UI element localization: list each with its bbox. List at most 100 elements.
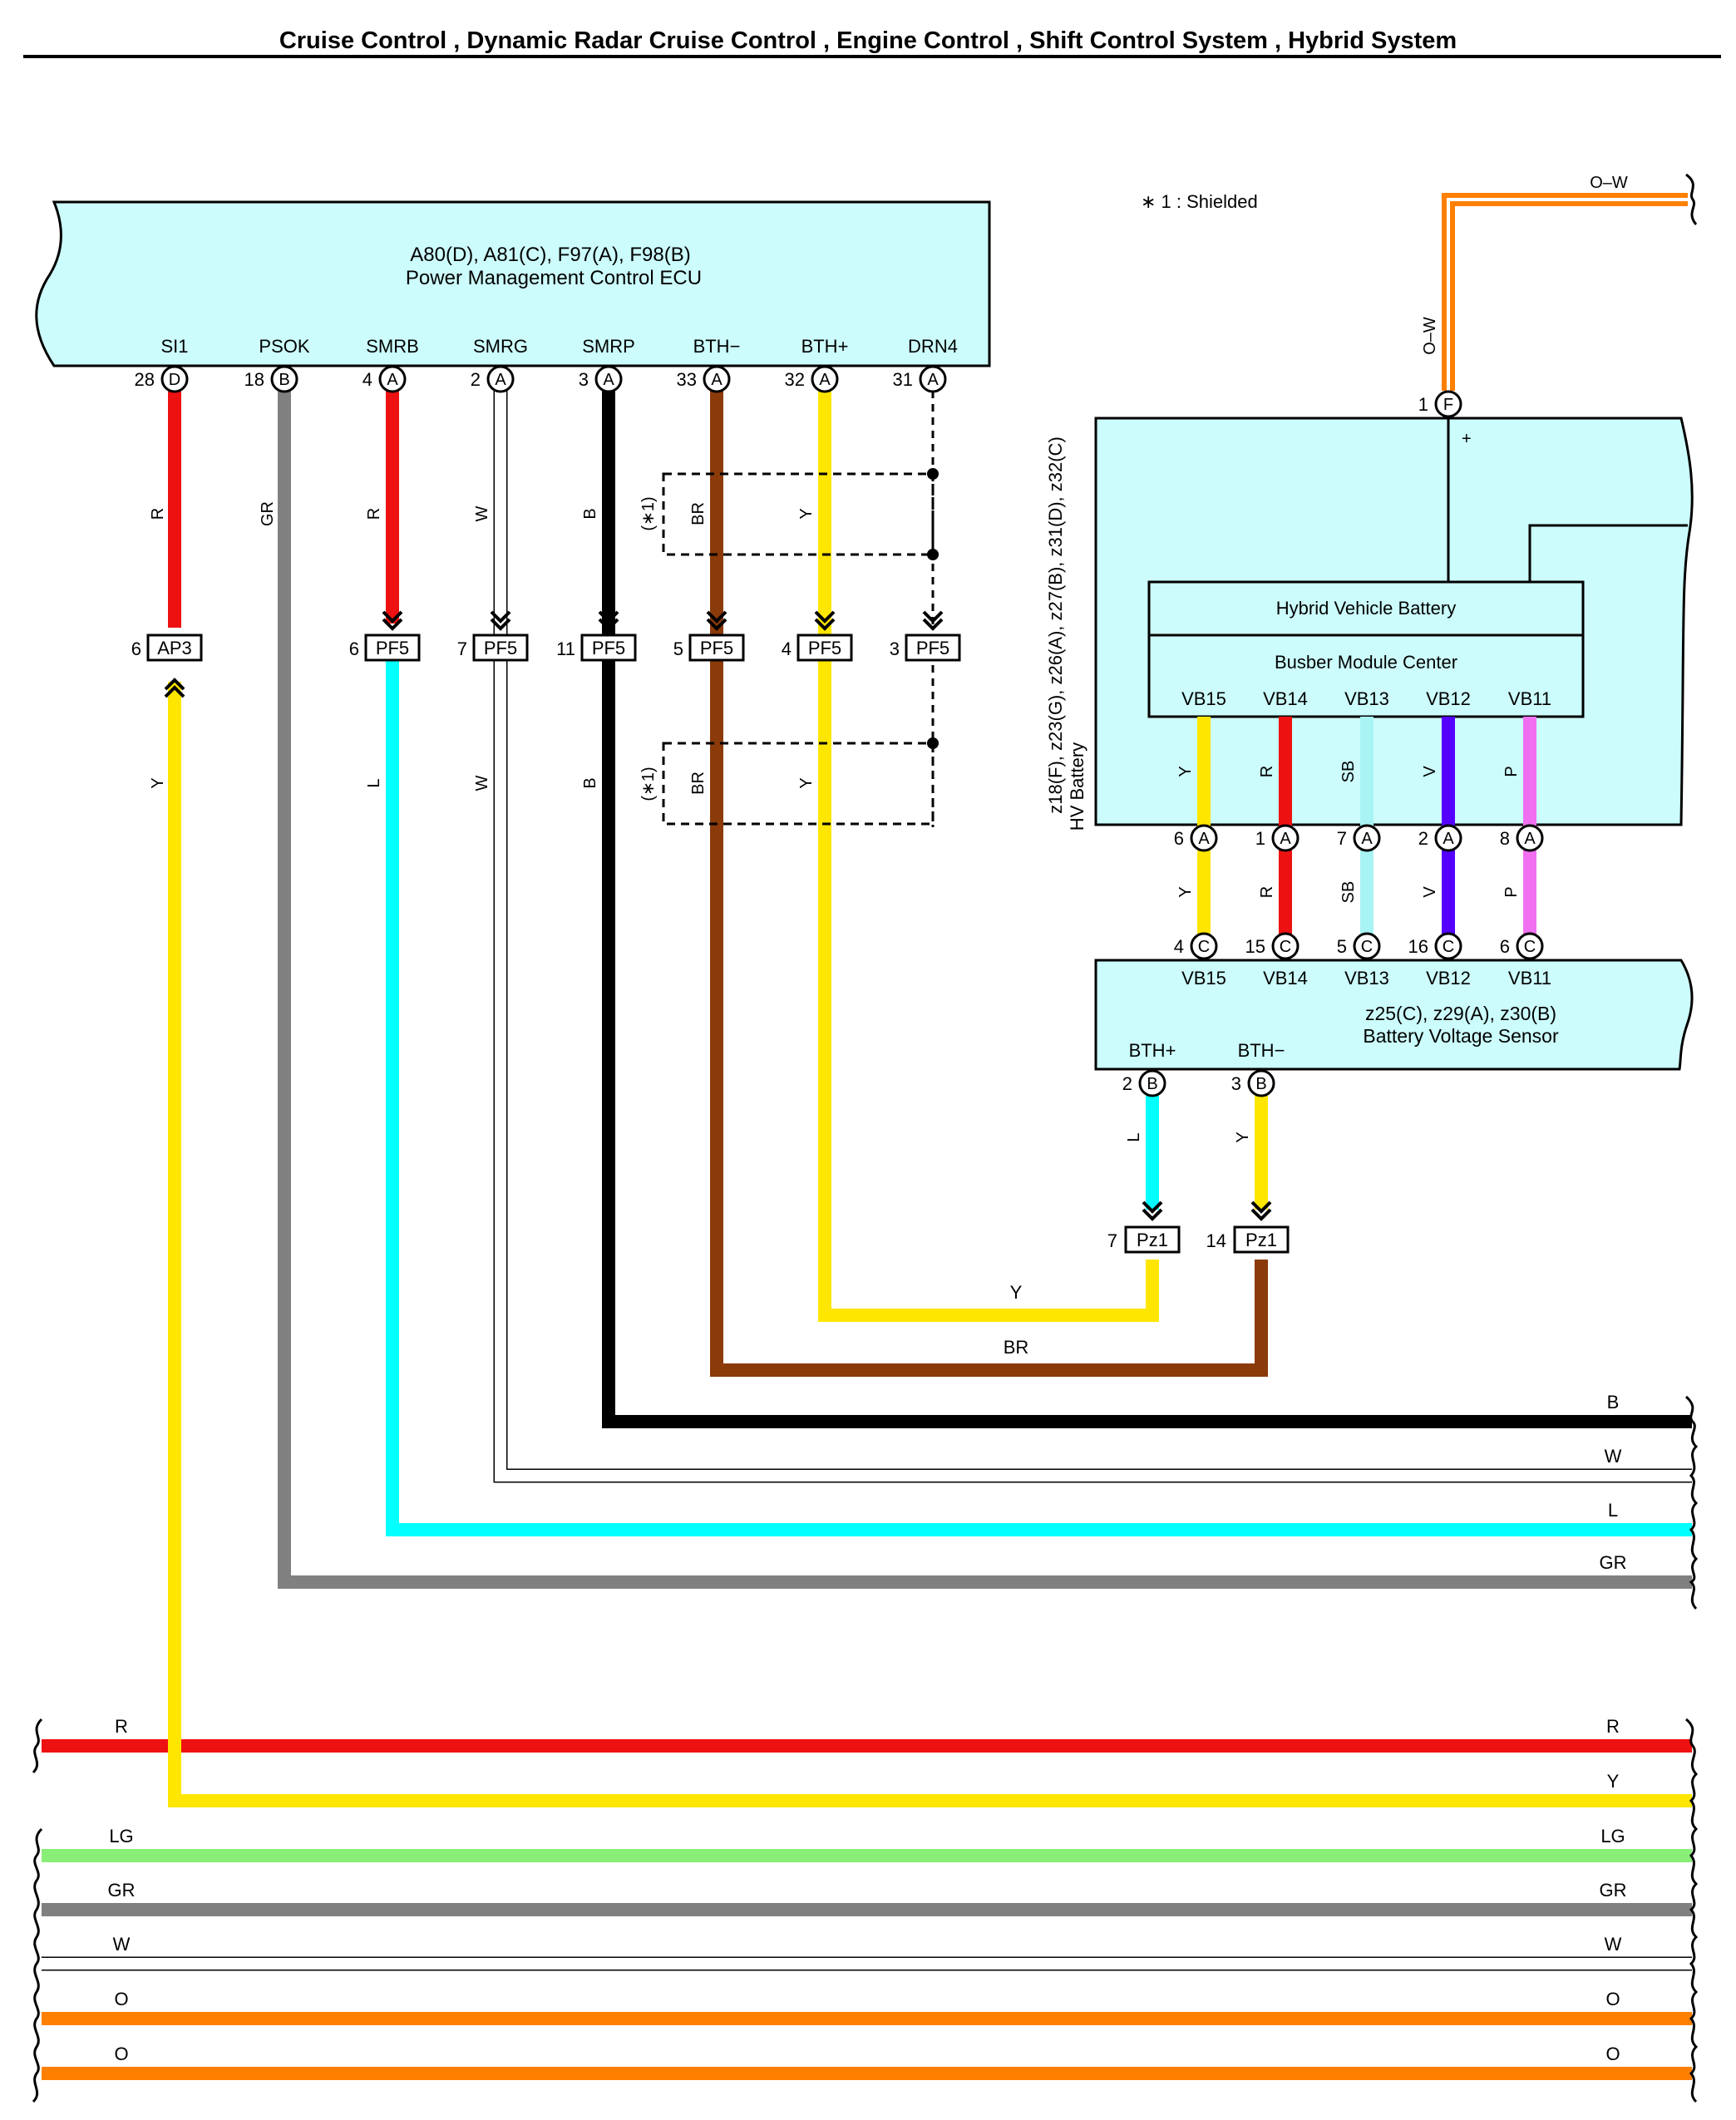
bus-label: LG — [1600, 1826, 1625, 1846]
wire-si1-y — [168, 682, 1692, 1807]
exit-label: GR — [1600, 1552, 1627, 1573]
hv-inner-sub: Busber Module Center — [1275, 652, 1457, 673]
sensor-bottom-pins: B2 B3 — [1122, 1069, 1275, 1097]
bus-break-marks — [32, 1718, 1699, 2103]
svg-text:6: 6 — [1174, 828, 1184, 849]
bus-label: Y — [1607, 1771, 1620, 1792]
wire-smrb-l — [386, 661, 1692, 1536]
shielded-note: ∗ 1 : Shielded — [1141, 191, 1258, 212]
sensor-pin: C16 — [1408, 932, 1462, 960]
sensor-box — [1094, 959, 1694, 1071]
svg-text:28: 28 — [135, 369, 155, 390]
svg-text:31: 31 — [893, 369, 913, 390]
svg-text:3: 3 — [890, 638, 900, 659]
sensor-name: Battery Voltage Sensor — [1363, 1025, 1559, 1047]
crossover-label-y: Y — [1010, 1282, 1023, 1303]
svg-text:PF5: PF5 — [916, 638, 949, 658]
ecu-pin: A2 — [471, 365, 515, 393]
bus-label: O — [114, 2044, 128, 2064]
exit-label: L — [1608, 1500, 1618, 1521]
ecu-pins: D28 B18 A4 A2 A3 A33 A32 A31 — [135, 365, 947, 393]
wire-label: P — [1502, 886, 1521, 897]
wire-smrg-w — [493, 391, 1692, 1483]
exit-label: B — [1607, 1392, 1620, 1413]
feed-wire-label-vertical: O–W — [1421, 317, 1439, 355]
wire-label: V — [1421, 886, 1439, 898]
wire-bthminus-br — [710, 391, 1268, 1377]
ecu-pin: D28 — [135, 365, 189, 393]
shield-box-upper — [662, 468, 939, 560]
wire-bthplus-y — [818, 391, 1159, 1322]
svg-text:C: C — [1198, 938, 1210, 956]
wire-label: R — [365, 508, 383, 520]
sensor-pin: B3 — [1231, 1069, 1275, 1097]
hv-pin: A1 — [1255, 824, 1300, 852]
svg-text:F: F — [1443, 396, 1453, 414]
sensor-terminal-name: BTH+ — [1129, 1040, 1176, 1061]
svg-text:A: A — [387, 371, 398, 389]
svg-text:7: 7 — [1107, 1230, 1117, 1251]
svg-text:6: 6 — [1500, 936, 1510, 957]
svg-text:C: C — [1361, 938, 1373, 956]
ecu-terminal-name: PSOK — [259, 336, 309, 357]
svg-text:PF5: PF5 — [376, 638, 409, 658]
wire-label: V — [1421, 766, 1439, 777]
wire-label: W — [473, 775, 491, 791]
wire-label: BR — [689, 772, 708, 795]
ecu-pin: A32 — [785, 365, 839, 393]
sensor-pin: C15 — [1245, 932, 1300, 960]
svg-text:7: 7 — [1337, 828, 1347, 849]
sensor-top-terminal-names: VB15 VB14 VB13 VB12 VB11 — [1181, 968, 1551, 989]
feed-wire-label: O–W — [1590, 174, 1628, 192]
svg-text:B: B — [1147, 1075, 1157, 1093]
right-exit-labels: B W L GR — [1600, 1392, 1627, 1573]
svg-text:A: A — [711, 371, 723, 389]
svg-text:6: 6 — [131, 638, 141, 659]
svg-text:B: B — [1255, 1075, 1266, 1093]
svg-text:5: 5 — [673, 638, 683, 659]
svg-text:18: 18 — [244, 369, 264, 390]
sensor-terminal-name: VB14 — [1263, 968, 1308, 989]
svg-text:14: 14 — [1206, 1230, 1226, 1251]
wire-label: Y — [1176, 886, 1195, 897]
bus-label: R — [115, 1716, 128, 1737]
hv-pin: A6 — [1174, 824, 1218, 852]
svg-text:1: 1 — [1255, 828, 1265, 849]
wire-psok-gr — [278, 391, 1692, 1589]
page-title: Cruise Control , Dynamic Radar Cruise Co… — [279, 27, 1457, 54]
svg-text:3: 3 — [1231, 1073, 1241, 1094]
svg-text:4: 4 — [782, 638, 792, 659]
wire-label: R — [149, 508, 167, 520]
svg-text:C: C — [1280, 938, 1291, 956]
wire-label: W — [473, 505, 491, 521]
ecu-terminal-name: BTH− — [693, 336, 741, 357]
ecu-terminal-name: SMRB — [366, 336, 419, 357]
wire-label: Y — [149, 777, 167, 788]
hv-battery-name: HV Battery — [1067, 742, 1087, 831]
wire-label: Y — [797, 508, 816, 519]
ecu-terminal-name: DRN4 — [908, 336, 958, 357]
svg-text:A: A — [1198, 830, 1210, 848]
wire-label: SB — [1339, 761, 1358, 783]
sensor-terminal-name: VB12 — [1426, 968, 1471, 989]
ecu-terminal-name: SI1 — [160, 336, 188, 357]
sensor-connectors: z25(C), z29(A), z30(B) — [1365, 1003, 1556, 1024]
svg-text:A: A — [819, 371, 831, 389]
sensor-terminal-name: VB13 — [1344, 968, 1389, 989]
svg-text:PF5: PF5 — [700, 638, 733, 658]
wire-feed-ow-outer — [1442, 193, 1688, 391]
wire-label: Y — [1176, 766, 1195, 777]
sensor-terminal-name: VB11 — [1508, 968, 1551, 989]
bus-label: R — [1606, 1716, 1620, 1737]
bus-label: O — [1605, 1989, 1620, 2009]
bus-label: GR — [1600, 1880, 1627, 1901]
svg-text:11: 11 — [556, 638, 575, 659]
hv-battery-pins: A6 A1 A7 A2 A8 — [1174, 824, 1544, 852]
hv-terminal-name: VB12 — [1426, 688, 1471, 709]
